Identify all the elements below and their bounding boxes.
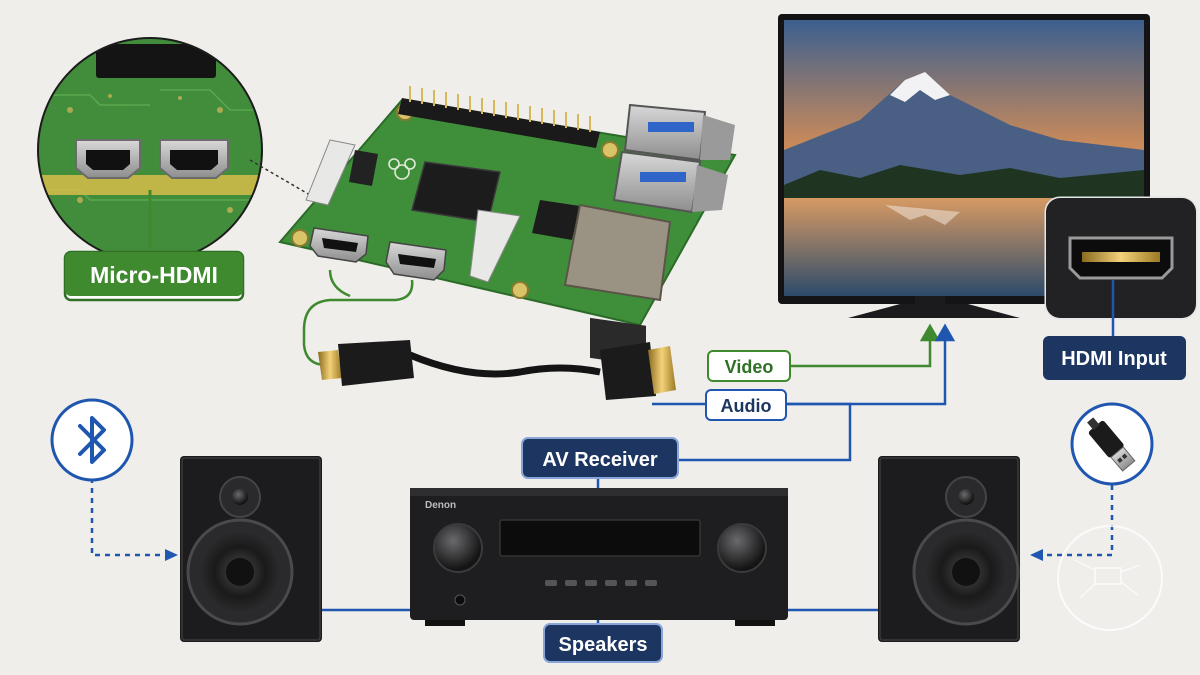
micro-hdmi-port-left — [75, 139, 141, 179]
video-path — [302, 269, 941, 368]
receiver-brand: Denon — [425, 500, 456, 511]
receiver-input-knob — [433, 523, 483, 573]
svg-text:HDMI Input: HDMI Input — [1061, 348, 1167, 370]
hdmi-plug-tip — [648, 346, 676, 394]
raspberry-pi-board — [278, 86, 737, 366]
usb-plug-icon — [1070, 402, 1154, 486]
label-hdmi-input: HDMI Input — [1043, 336, 1186, 380]
label-av-receiver: AV Receiver — [521, 437, 679, 479]
micro-hdmi-plug — [338, 340, 414, 386]
board-micro-hdmi-port-1 — [309, 227, 369, 263]
micro-hdmi-port-right — [159, 139, 229, 179]
audio-path — [322, 280, 1115, 640]
label-speakers: Speakers — [543, 623, 663, 663]
hdmi-plug — [600, 342, 656, 400]
svg-text:AV Receiver: AV Receiver — [542, 449, 657, 471]
hdmi-port-closeup — [1044, 196, 1198, 320]
tv-stand — [848, 304, 1020, 318]
micro-hdmi-zoom-circle — [37, 37, 311, 263]
watermark-logo — [1057, 525, 1163, 631]
label-video: Video — [707, 350, 791, 382]
raspberry-pi-logo-icon — [388, 158, 416, 180]
svg-text:Audio: Audio — [721, 396, 772, 416]
wireless-paths — [90, 478, 1114, 557]
usb-ports — [612, 103, 735, 214]
receiver-volume-knob — [717, 523, 767, 573]
receiver-display — [499, 519, 701, 557]
label-micro-hdmi: Micro-HDMI — [63, 250, 245, 302]
left-speaker — [180, 456, 322, 642]
bluetooth-icon — [50, 398, 134, 482]
hdmi-cable — [318, 340, 676, 400]
receiver-buttons — [545, 580, 657, 586]
label-audio: Audio — [705, 389, 787, 421]
micro-hdmi-plug-tip — [318, 350, 342, 380]
av-receiver: Denon — [410, 488, 788, 626]
ethernet-port — [563, 203, 672, 366]
svg-text:Micro-HDMI: Micro-HDMI — [90, 262, 218, 288]
board-micro-hdmi-port-2 — [385, 241, 447, 281]
right-speaker — [878, 456, 1020, 642]
svg-text:Speakers: Speakers — [559, 634, 648, 656]
svg-text:Video: Video — [725, 357, 774, 377]
